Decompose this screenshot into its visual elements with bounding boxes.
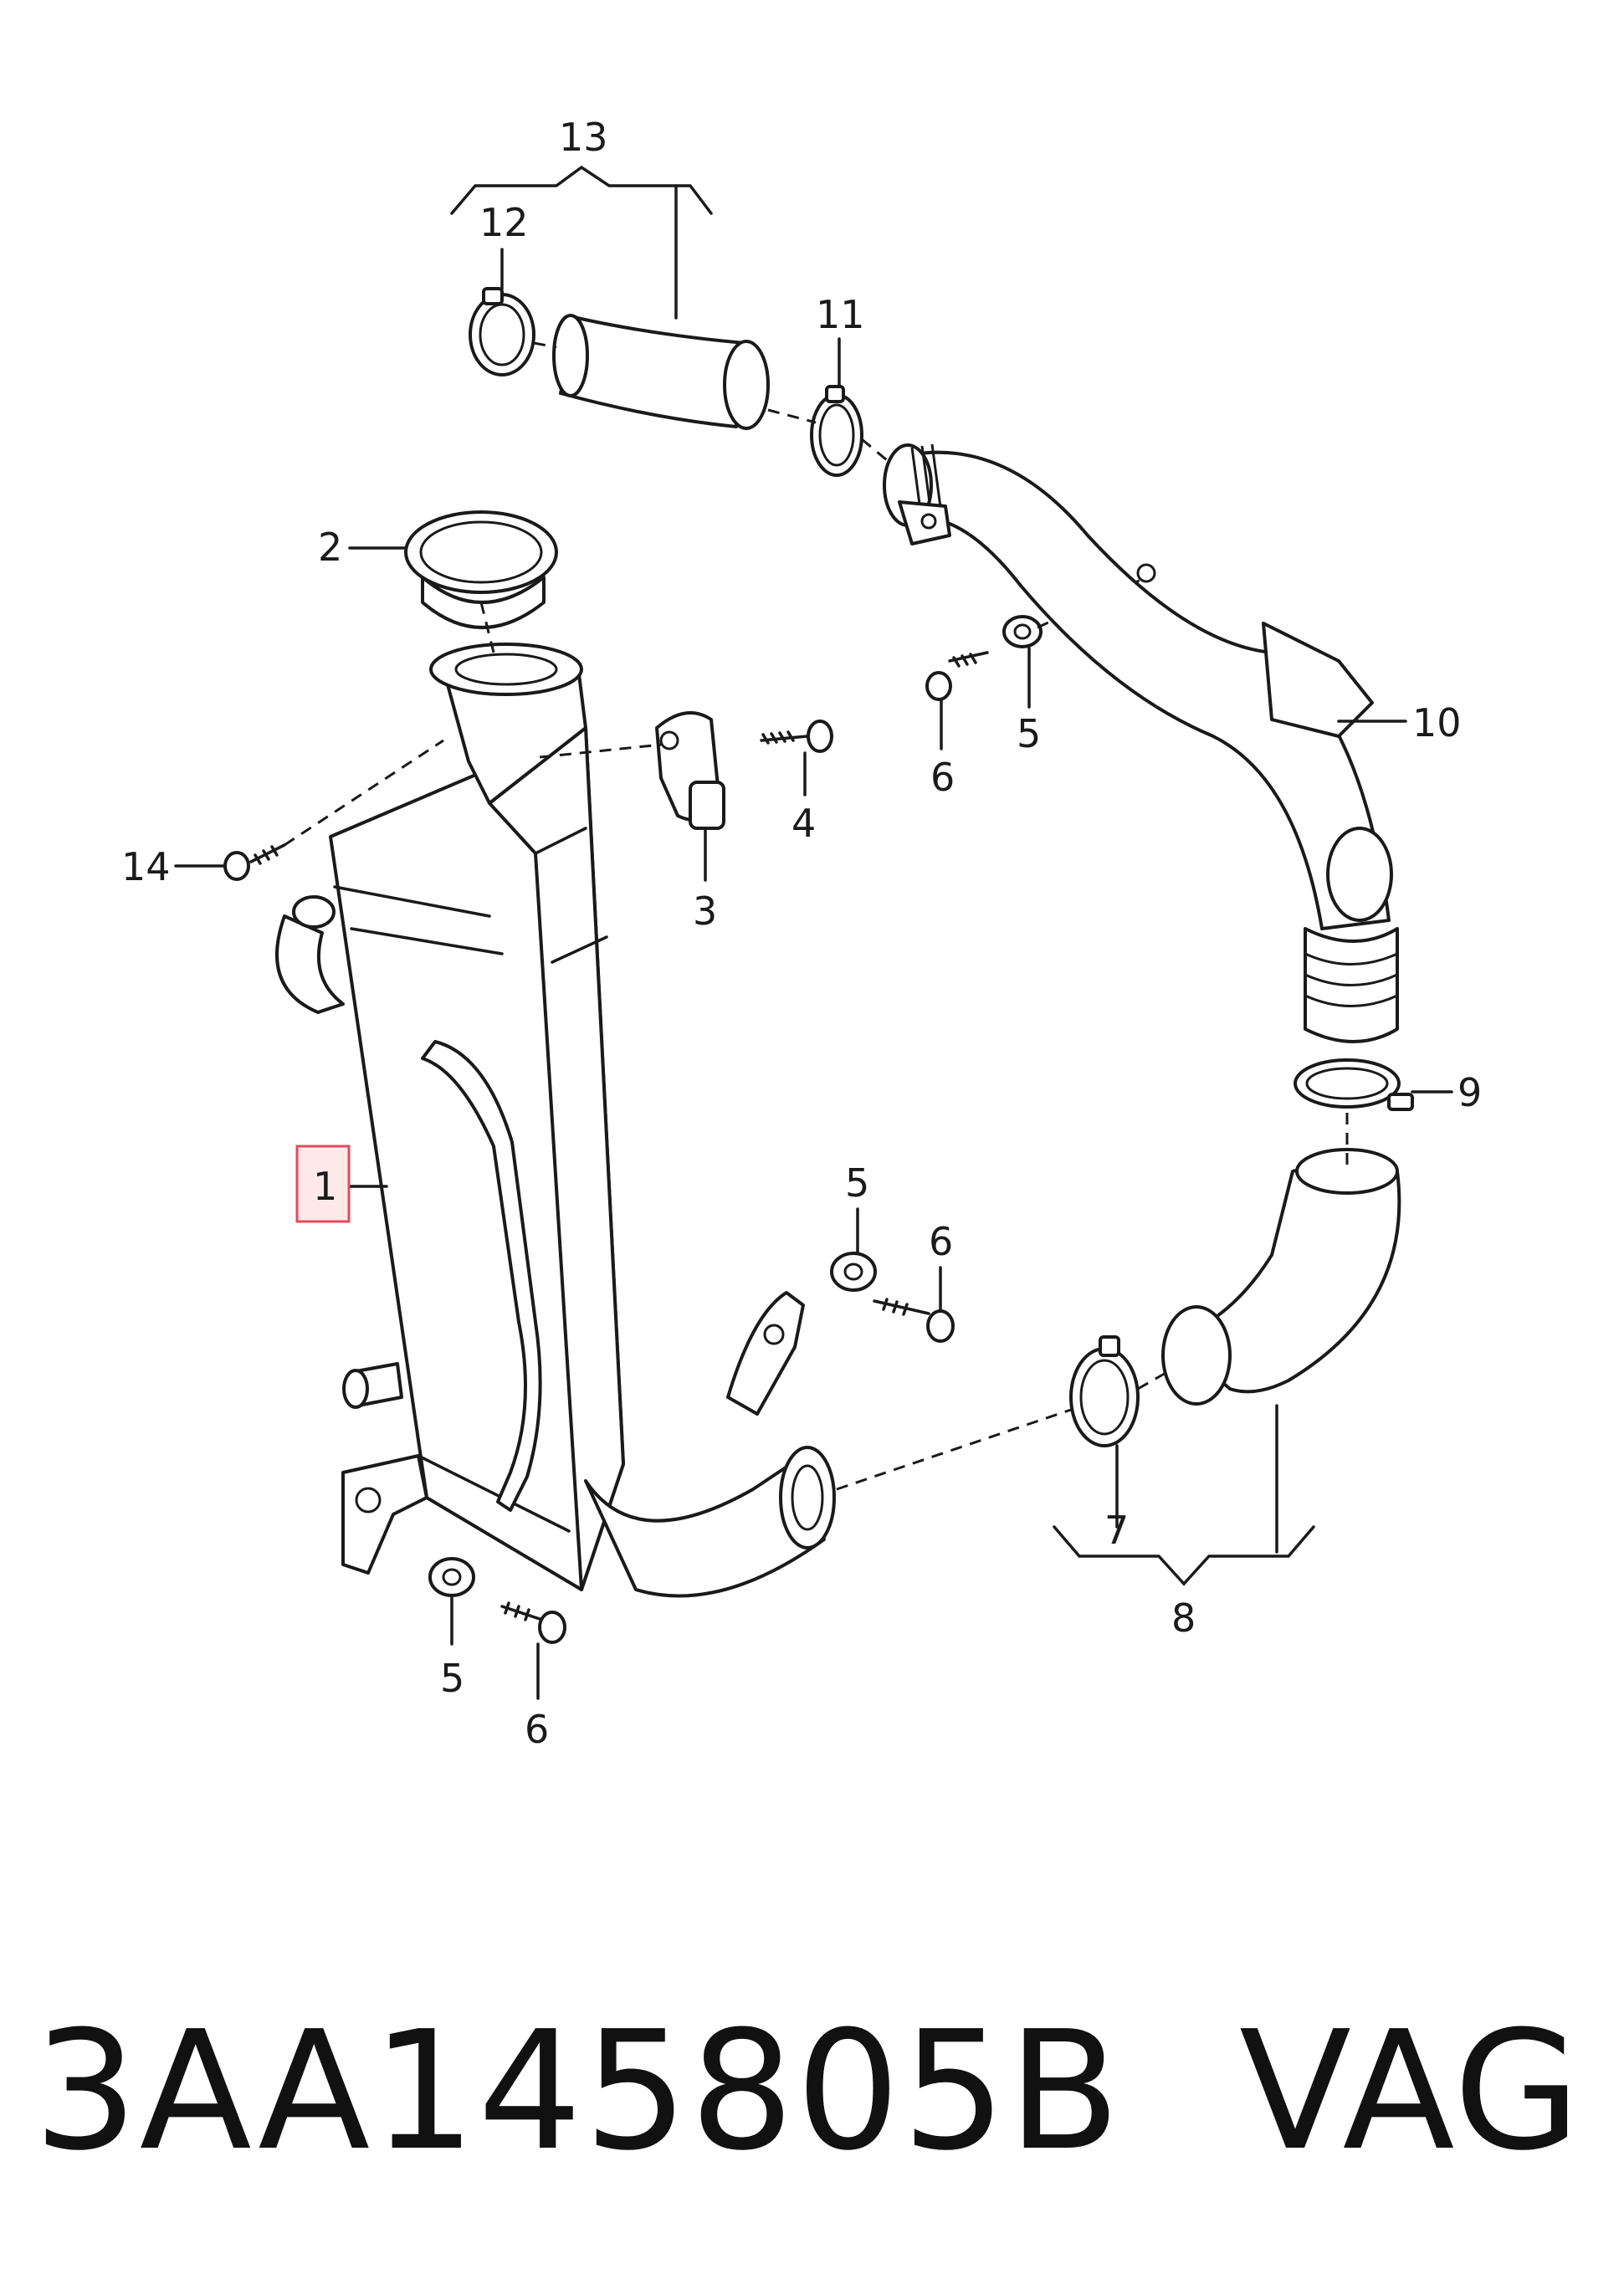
callout-12: 12 <box>479 200 529 245</box>
callout-1-highlight <box>295 1145 351 1223</box>
callout-5-upper: 5 <box>1017 711 1041 756</box>
grommet-screw-lower <box>428 1557 566 1644</box>
callout-numbers: 1 2 3 4 5 6 5 6 5 6 7 8 9 10 11 12 13 14 <box>121 115 1482 1752</box>
seal-ring <box>404 510 558 653</box>
callout-11: 11 <box>816 292 865 337</box>
bolt-4 <box>760 720 833 753</box>
callout-5-lower: 5 <box>440 1656 464 1701</box>
callout-14: 14 <box>121 844 171 889</box>
callout-5-middle: 5 <box>845 1160 869 1206</box>
part-caption: 3AA145805B VAG <box>33 1966 1590 2217</box>
callout-6-upper: 6 <box>930 755 955 800</box>
callout-9: 9 <box>1458 1070 1482 1115</box>
callout-6-middle: 6 <box>929 1219 953 1264</box>
callout-13: 13 <box>559 115 608 160</box>
callout-2: 2 <box>318 525 342 570</box>
part-number: 3AA145805B <box>33 1996 1122 2187</box>
callout-3: 3 <box>693 889 717 934</box>
grommet-screw-upper <box>925 576 1147 701</box>
callout-1: 1 <box>313 1164 337 1209</box>
clamp-11 <box>767 385 888 477</box>
pressure-sensor <box>539 711 725 830</box>
intercooler <box>275 643 836 1598</box>
leader-lines <box>174 165 1453 1700</box>
callout-7: 7 <box>1104 1508 1129 1553</box>
charge-air-pipe <box>883 443 1399 1043</box>
callout-6-lower: 6 <box>525 1707 549 1752</box>
grommet-screw-middle <box>830 1252 955 1343</box>
upper-hose <box>552 314 770 430</box>
exploded-parts-diagram: 1 2 3 4 5 6 5 6 5 6 7 8 9 10 11 12 13 14 <box>121 115 1482 1752</box>
clamp-7 <box>836 1335 1168 1491</box>
clamp-9 <box>1294 1058 1414 1111</box>
brand-label: VAG <box>1239 1996 1583 2187</box>
callout-4: 4 <box>792 801 816 846</box>
clamp-12 <box>469 287 557 376</box>
bolt-14 <box>223 739 444 881</box>
callout-10: 10 <box>1412 700 1462 745</box>
callout-8: 8 <box>1171 1595 1196 1641</box>
hose-elbow <box>1161 1113 1401 1406</box>
